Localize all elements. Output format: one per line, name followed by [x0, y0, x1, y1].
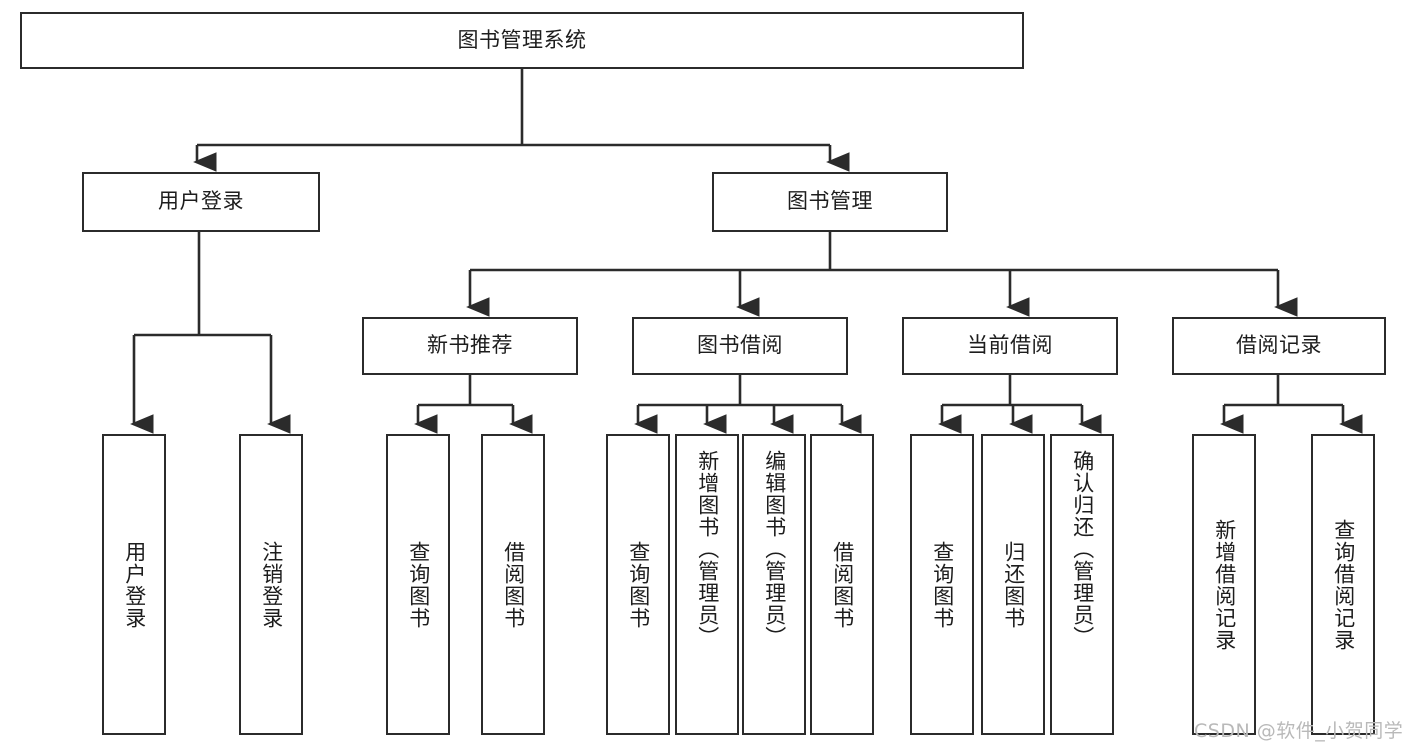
node-label: 新增图书（管理员） — [695, 450, 720, 648]
node-label: 借阅图书 — [830, 540, 855, 629]
node-label: 用户登录 — [122, 540, 147, 629]
node-label: 确认归还（管理员） — [1070, 450, 1095, 648]
node-book-borrow[interactable]: 图书借阅 — [632, 317, 848, 375]
node-book-manage[interactable]: 图书管理 — [712, 172, 948, 232]
node-label: 归还图书 — [1001, 540, 1026, 629]
node-leaf-add-book-admin[interactable]: 新增图书（管理员） — [675, 434, 739, 735]
node-leaf-borrow-book-1[interactable]: 借阅图书 — [481, 434, 545, 735]
node-label: 编辑图书（管理员） — [762, 450, 787, 648]
csdn-watermark: CSDN @软件_小贺同学 — [1194, 720, 1404, 742]
node-leaf-query-book-1[interactable]: 查询图书 — [386, 434, 450, 735]
node-label: 当前借阅 — [967, 333, 1053, 358]
node-leaf-add-borrow-record[interactable]: 新增借阅记录 — [1192, 434, 1256, 735]
node-current-borrow[interactable]: 当前借阅 — [902, 317, 1118, 375]
node-label: 图书借阅 — [697, 333, 783, 358]
node-label: 借阅图书 — [501, 540, 526, 629]
node-leaf-query-book-2[interactable]: 查询图书 — [606, 434, 670, 735]
node-label: 用户登录 — [158, 189, 244, 214]
node-label: 借阅记录 — [1236, 333, 1322, 358]
node-leaf-logout-login[interactable]: 注销登录 — [239, 434, 303, 735]
node-new-book-recommend[interactable]: 新书推荐 — [362, 317, 578, 375]
node-label: 图书管理系统 — [457, 27, 587, 52]
node-leaf-confirm-return-admin[interactable]: 确认归还（管理员） — [1050, 434, 1114, 735]
node-user-login[interactable]: 用户登录 — [82, 172, 320, 232]
node-label: 查询借阅记录 — [1331, 518, 1356, 651]
node-label: 新书推荐 — [427, 333, 513, 358]
node-label: 查询图书 — [930, 540, 955, 629]
node-leaf-edit-book-admin[interactable]: 编辑图书（管理员） — [742, 434, 806, 735]
node-label: 注销登录 — [259, 540, 284, 629]
node-leaf-query-borrow-record[interactable]: 查询借阅记录 — [1311, 434, 1375, 735]
node-label: 图书管理 — [787, 189, 873, 214]
node-leaf-user-login[interactable]: 用户登录 — [102, 434, 166, 735]
node-label: 新增借阅记录 — [1212, 518, 1237, 651]
node-leaf-query-book-3[interactable]: 查询图书 — [910, 434, 974, 735]
node-root-system[interactable]: 图书管理系统 — [20, 12, 1024, 69]
node-leaf-return-book[interactable]: 归还图书 — [981, 434, 1045, 735]
node-leaf-borrow-book-2[interactable]: 借阅图书 — [810, 434, 874, 735]
node-label: 查询图书 — [406, 540, 431, 629]
node-borrow-record[interactable]: 借阅记录 — [1172, 317, 1386, 375]
node-label: 查询图书 — [626, 540, 651, 629]
